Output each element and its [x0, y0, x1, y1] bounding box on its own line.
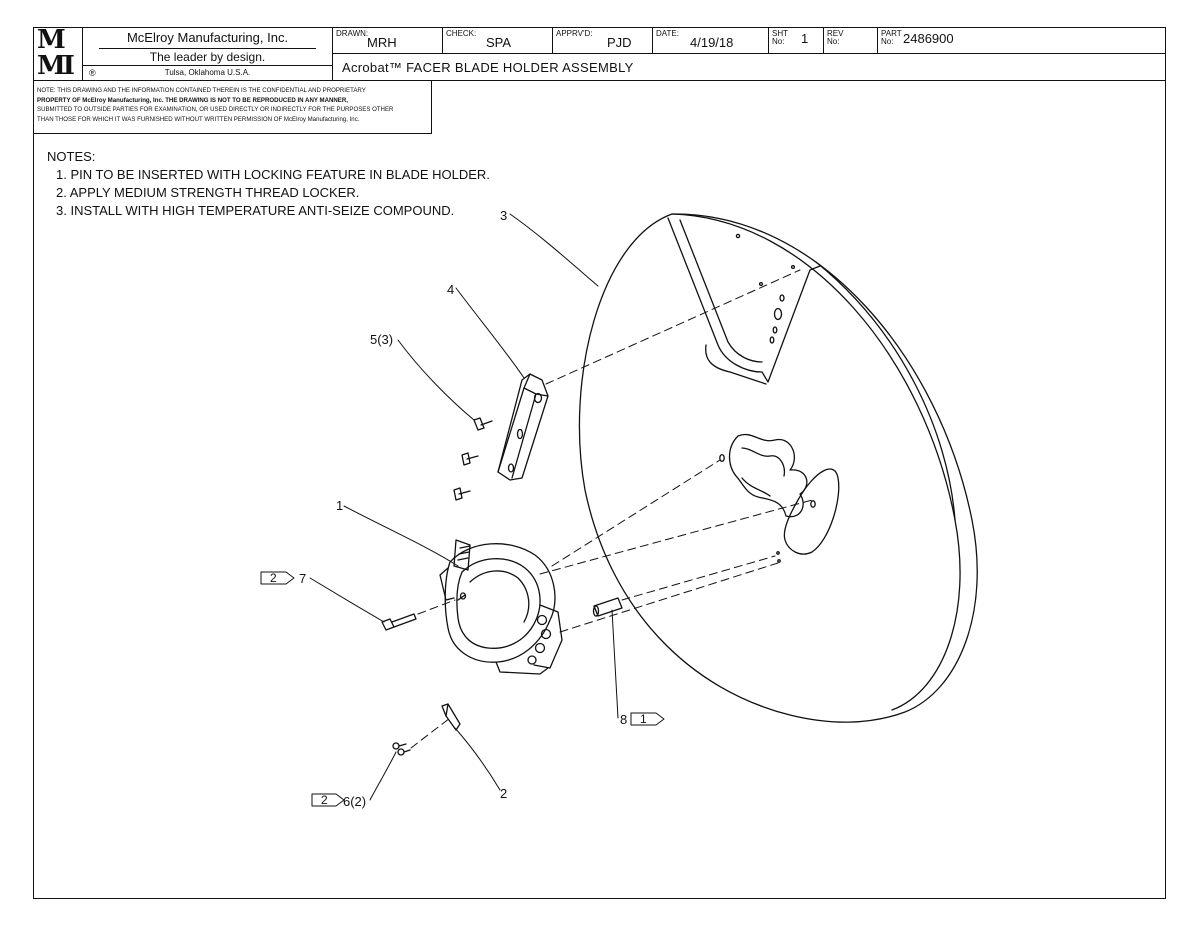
notice-line: SUBMITTED TO OUTSIDE PARTIES FOR EXAMINA…	[37, 106, 394, 114]
check-label: CHECK:	[446, 29, 477, 38]
explode-lines	[410, 269, 813, 749]
note-flag-7	[260, 571, 295, 585]
drawn-cell: DRAWN: MRH	[333, 27, 443, 54]
notes-heading: NOTES:	[47, 149, 96, 164]
leader-lines	[309, 213, 619, 801]
registered-mark-icon: ®	[89, 68, 96, 78]
logo-top-letters: M	[37, 25, 66, 55]
approved-label: APPRV'D:	[556, 29, 593, 38]
company-info: McElroy Manufacturing, Inc. The leader b…	[83, 27, 333, 81]
drawing-notes: NOTES: 1. PIN TO BE INSERTED WITH LOCKIN…	[47, 148, 490, 220]
small-screws-part	[392, 742, 411, 756]
callout-item-3: 3	[500, 208, 508, 223]
note-flag-6	[311, 793, 345, 807]
note-item: 3. INSTALL WITH HIGH TEMPERATURE ANTI-SE…	[56, 203, 455, 218]
company-slogan: The leader by design.	[99, 48, 316, 64]
callout-item-5: 5(3)	[370, 332, 394, 347]
part-label-line2: No:	[881, 37, 894, 46]
revision-label-line1: REV	[827, 29, 844, 38]
approved-value: PJD	[607, 35, 632, 50]
notice-line: PROPERTY OF McElroy Manufacturing, Inc. …	[37, 96, 348, 104]
sheet-value: 1	[801, 31, 809, 46]
approved-cell: APPRV'D: PJD	[553, 27, 653, 54]
callout-item-1: 1	[336, 498, 344, 513]
part-label-line1: PART	[881, 29, 902, 38]
company-logo: M MI	[33, 27, 83, 81]
sheet-label-line2: No:	[772, 37, 785, 46]
revision-label-line2: No:	[827, 37, 840, 46]
notice-line: THAN THOSE FOR WHICH IT WAS FURNISHED WI…	[37, 115, 360, 123]
drawing-title-row: Acrobat™ FACER BLADE HOLDER ASSEMBLY	[333, 54, 1166, 81]
check-value: SPA	[486, 35, 512, 50]
notice-line: NOTE: THIS DRAWING AND THE INFORMATION C…	[37, 87, 366, 94]
callout-item-7: 7	[299, 571, 307, 586]
dowel-pin-part	[592, 597, 623, 617]
title-block: M MI McElroy Manufacturing, Inc. The lea…	[33, 27, 1166, 81]
drawing-sheet-border	[33, 27, 1166, 899]
note-item: 2. APPLY MEDIUM STRENGTH THREAD LOCKER.	[56, 185, 360, 200]
drawn-label: DRAWN:	[336, 29, 369, 38]
company-name: McElroy Manufacturing, Inc.	[126, 30, 289, 45]
note-item: 1. PIN TO BE INSERTED WITH LOCKING FEATU…	[56, 167, 490, 182]
company-location: Tulsa, Oklahoma U.S.A.	[83, 65, 332, 77]
part-value: 2486900	[903, 31, 954, 46]
sheet-label-line1: SHT	[772, 29, 788, 38]
date-label: DATE:	[656, 29, 679, 38]
logo-bottom-letters: MI	[37, 51, 75, 81]
note-flags	[260, 571, 665, 807]
socket-head-cap-screw-part	[381, 613, 417, 631]
date-cell: DATE: 4/19/18	[653, 27, 769, 54]
date-value: 4/19/18	[690, 35, 734, 50]
flat-head-screws-part	[453, 417, 493, 501]
drawing-title: Acrobat™ FACER BLADE HOLDER ASSEMBLY	[342, 60, 634, 75]
proprietary-notice: NOTE: THIS DRAWING AND THE INFORMATION C…	[33, 81, 432, 134]
check-cell: CHECK: SPA	[443, 27, 553, 54]
blade-holder-clamp-part	[439, 539, 563, 675]
callout-item-2: 2	[500, 786, 508, 801]
note-flag-7-number: 2	[270, 571, 277, 585]
callout-item-8: 8	[620, 712, 628, 727]
callout-item-4: 4	[447, 282, 455, 297]
drawn-value: MRH	[367, 35, 397, 50]
note-flag-8-number: 1	[640, 712, 647, 726]
retainer-bar-part	[497, 373, 549, 481]
note-flag-8	[630, 712, 665, 726]
facer-disc-part	[578, 213, 978, 723]
callout-item-6: 6(2)	[343, 794, 367, 809]
blade-clip-part	[441, 703, 461, 731]
note-flag-6-number: 2	[321, 793, 328, 807]
